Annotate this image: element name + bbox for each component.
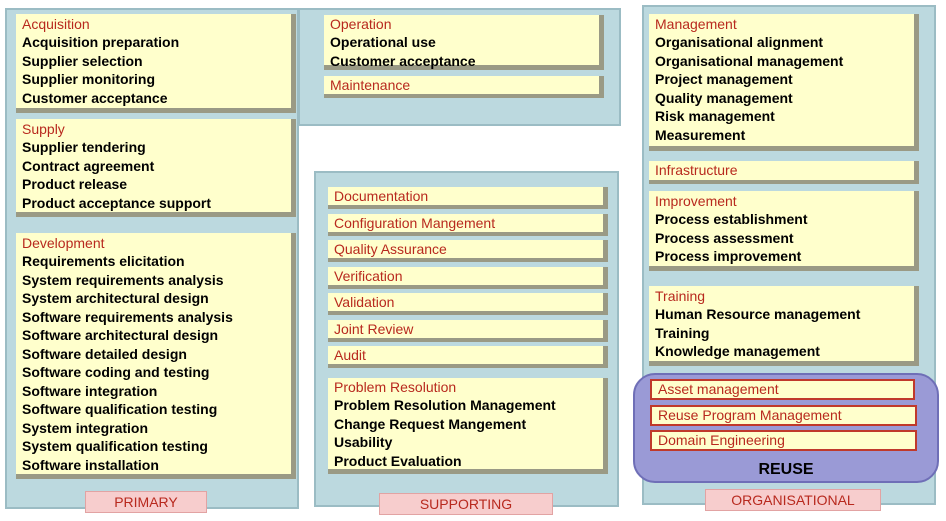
list-item: Quality management bbox=[655, 89, 793, 106]
list-item: Supplier selection bbox=[22, 52, 143, 69]
list-item: Software architectural design bbox=[22, 327, 219, 343]
operation-box: Operation Operational use Customer accep… bbox=[324, 15, 604, 70]
development-title: Development bbox=[22, 235, 105, 251]
list-item: Usability bbox=[334, 434, 393, 450]
list-item: System qualification testing bbox=[22, 438, 208, 454]
operation-title: Operation bbox=[330, 16, 392, 32]
list-item: Process assessment bbox=[655, 229, 794, 246]
list-item: Software detailed design bbox=[22, 345, 187, 362]
configuration-management-box: Configuration Mangement bbox=[328, 214, 608, 236]
training-box: Training Human Resource management Train… bbox=[649, 286, 919, 366]
list-item: Product release bbox=[22, 176, 128, 192]
management-box: Management Organisational alignment Orga… bbox=[649, 14, 919, 151]
organisational-label: ORGANISATIONAL bbox=[705, 489, 881, 511]
list-item: Project management bbox=[655, 71, 793, 87]
list-item: Software integration bbox=[22, 382, 158, 399]
development-box: Development Requirements elicitation Sys… bbox=[16, 233, 296, 479]
list-item: Training bbox=[655, 324, 710, 341]
reuse-label: REUSE bbox=[758, 461, 814, 478]
reuse-program-management-box: Reuse Program Management bbox=[650, 405, 917, 426]
list-item: Organisational management bbox=[655, 52, 844, 69]
audit-box: Audit bbox=[328, 346, 608, 368]
primary-label: PRIMARY bbox=[85, 491, 207, 513]
list-item: Operational use bbox=[330, 34, 436, 50]
list-item: System requirements analysis bbox=[22, 271, 224, 288]
improvement-box: Improvement Process establishment Proces… bbox=[649, 191, 919, 271]
verification-box: Verification bbox=[328, 267, 608, 289]
list-item: Software installation bbox=[22, 456, 159, 473]
list-item: Risk management bbox=[655, 108, 775, 124]
quality-assurance-box: Quality Assurance bbox=[328, 240, 608, 262]
problem-resolution-title: Problem Resolution bbox=[334, 379, 457, 395]
list-item: Software qualification testing bbox=[22, 401, 218, 417]
list-item: System architectural design bbox=[22, 290, 209, 306]
improvement-title: Improvement bbox=[655, 193, 737, 209]
infrastructure-box: Infrastructure bbox=[649, 161, 919, 184]
list-item: Software coding and testing bbox=[22, 364, 210, 380]
asset-management-box: Asset management bbox=[650, 379, 915, 400]
list-item: Acquisition preparation bbox=[22, 34, 180, 50]
acquisition-box: Acquisition Acquisition preparation Supp… bbox=[16, 14, 296, 113]
list-item: Product acceptance support bbox=[22, 194, 212, 211]
list-item: Knowledge management bbox=[655, 343, 820, 359]
training-title: Training bbox=[655, 288, 706, 304]
list-item: Problem Resolution Management bbox=[334, 397, 556, 413]
list-item: Supplier tendering bbox=[22, 139, 146, 155]
list-item: Supplier monitoring bbox=[22, 71, 155, 87]
list-item: Product Evaluation bbox=[334, 452, 462, 469]
joint-review-box: Joint Review bbox=[328, 320, 608, 342]
list-item: Contract agreement bbox=[22, 157, 155, 174]
supporting-label: SUPPORTING bbox=[379, 493, 553, 515]
list-item: Software requirements analysis bbox=[22, 308, 233, 325]
acquisition-title: Acquisition bbox=[22, 16, 90, 32]
list-item: Measurement bbox=[655, 126, 746, 143]
validation-box: Validation bbox=[328, 293, 608, 315]
supply-title: Supply bbox=[22, 121, 65, 137]
domain-engineering-box: Domain Engineering bbox=[650, 430, 917, 451]
list-item: Change Request Mangement bbox=[334, 415, 527, 432]
documentation-box: Documentation bbox=[328, 187, 608, 209]
list-item: Customer acceptance bbox=[330, 52, 476, 69]
list-item: System integration bbox=[22, 419, 149, 436]
problem-resolution-box: Problem Resolution Problem Resolution Ma… bbox=[328, 378, 608, 474]
list-item: Human Resource management bbox=[655, 306, 861, 322]
maintenance-box: Maintenance bbox=[324, 76, 604, 98]
list-item: Customer acceptance bbox=[22, 89, 168, 106]
management-title: Management bbox=[655, 16, 737, 32]
list-item: Process establishment bbox=[655, 211, 808, 227]
list-item: Organisational alignment bbox=[655, 34, 824, 50]
list-item: Requirements elicitation bbox=[22, 253, 185, 269]
supply-box: Supply Supplier tendering Contract agree… bbox=[16, 119, 296, 217]
list-item: Process improvement bbox=[655, 248, 802, 264]
